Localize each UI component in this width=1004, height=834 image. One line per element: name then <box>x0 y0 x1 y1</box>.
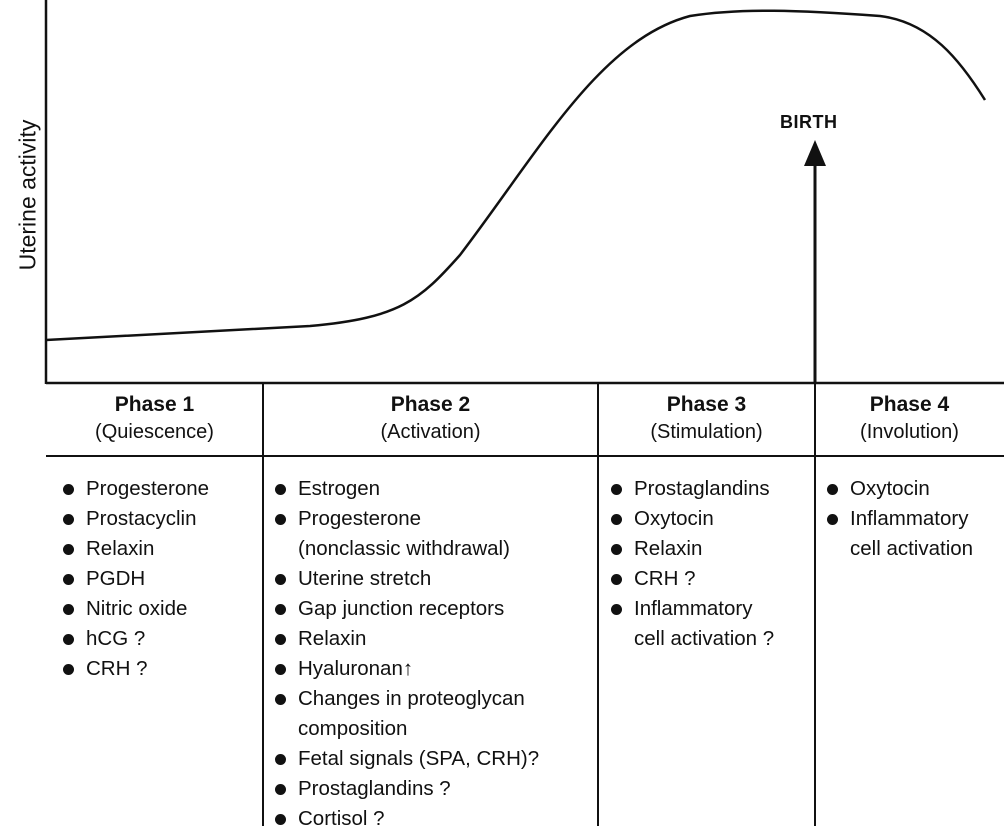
list-item: Inflammatory cell activation <box>822 504 973 564</box>
list-item: Estrogen <box>270 474 539 504</box>
list-item-text: Fetal signals (SPA, CRH)? <box>298 747 540 770</box>
phase-2-header: Phase 2 (Activation) <box>263 393 598 447</box>
phase-3-header: Phase 3 (Stimulation) <box>598 393 815 447</box>
list-item-text: Oxytocin <box>850 477 930 500</box>
list-item: Fetal signals (SPA, CRH)? <box>270 744 539 774</box>
list-item: Oxytocin <box>606 504 774 534</box>
list-item-text: Cortisol ? <box>298 807 385 830</box>
list-item: CRH ? <box>58 654 209 684</box>
list-item: Progesterone <box>58 474 209 504</box>
list-item-text: Hyaluronan↑ <box>298 657 414 680</box>
list-item-text: Estrogen <box>298 477 381 500</box>
list-item: PGDH <box>58 564 209 594</box>
uterine-activity-curve <box>45 9 987 342</box>
list-item-text: Prostaglandins ? <box>298 777 451 800</box>
list-item: Progesterone (nonclassic withdrawal) <box>270 504 539 564</box>
list-item-text: CRH ? <box>86 657 148 680</box>
list-item-text: Nitric oxide <box>86 597 188 620</box>
list-item-text: Progesterone <box>298 507 422 530</box>
phase-title: Phase 2 <box>390 393 471 416</box>
list-item-text: (nonclassic withdrawal) <box>298 537 510 560</box>
list-item-text: Oxytocin <box>634 507 714 530</box>
list-item: hCG ? <box>58 624 209 654</box>
list-item-text: Gap junction receptors <box>298 597 505 620</box>
list-item-text: Prostaglandins <box>634 477 770 500</box>
birth-label: BIRTH <box>780 112 838 132</box>
list-item-text: cell activation <box>850 537 974 560</box>
phase-title: Phase 4 <box>869 393 950 416</box>
list-item: Gap junction receptors <box>270 594 539 624</box>
phase-title: Phase 1 <box>114 393 195 416</box>
list-item: Nitric oxide <box>58 594 209 624</box>
list-item-text: Progesterone <box>86 477 210 500</box>
list-item: Changes in proteoglycan composition <box>270 684 539 744</box>
list-item-text: Relaxin <box>298 627 367 650</box>
list-item: Inflammatory cell activation ? <box>606 594 774 654</box>
birth-arrow-head <box>804 140 826 166</box>
list-item-text: Relaxin <box>86 537 155 560</box>
y-axis-label: Uterine activity <box>14 119 41 271</box>
list-item: Uterine stretch <box>270 564 539 594</box>
list-item: Cortisol ? <box>270 804 539 834</box>
phase-title: Phase 3 <box>666 393 747 416</box>
list-item-text: PGDH <box>86 567 146 590</box>
list-item: Relaxin <box>58 534 209 564</box>
list-item: CRH ? <box>606 564 774 594</box>
list-item-text: composition <box>298 717 408 740</box>
list-item-text: Inflammatory <box>850 507 969 530</box>
list-item-text: CRH ? <box>634 567 696 590</box>
phase-4-header: Phase 4 (Involution) <box>815 393 1004 447</box>
phase-subtitle: (Involution) <box>860 421 959 443</box>
list-item: Prostacyclin <box>58 504 209 534</box>
list-item-text: Prostacyclin <box>86 507 197 530</box>
list-item: Prostaglandins ? <box>270 774 539 804</box>
list-item-text: Inflammatory <box>634 597 753 620</box>
phase-1-header: Phase 1 (Quiescence) <box>46 393 263 447</box>
list-item: Relaxin <box>270 624 539 654</box>
phase-subtitle: (Activation) <box>380 421 481 443</box>
list-item-text: Relaxin <box>634 537 703 560</box>
list-item-text: Uterine stretch <box>298 567 432 590</box>
phase-subtitle: (Quiescence) <box>95 421 214 443</box>
list-item-text: cell activation ? <box>634 627 775 650</box>
list-item: Hyaluronan↑ <box>270 654 539 684</box>
phase-subtitle: (Stimulation) <box>650 421 763 443</box>
list-item: Relaxin <box>606 534 774 564</box>
list-item-text: hCG ? <box>86 627 146 650</box>
list-item: Oxytocin <box>822 474 973 504</box>
list-item: Prostaglandins <box>606 474 774 504</box>
list-item-text: Changes in proteoglycan <box>298 687 525 710</box>
